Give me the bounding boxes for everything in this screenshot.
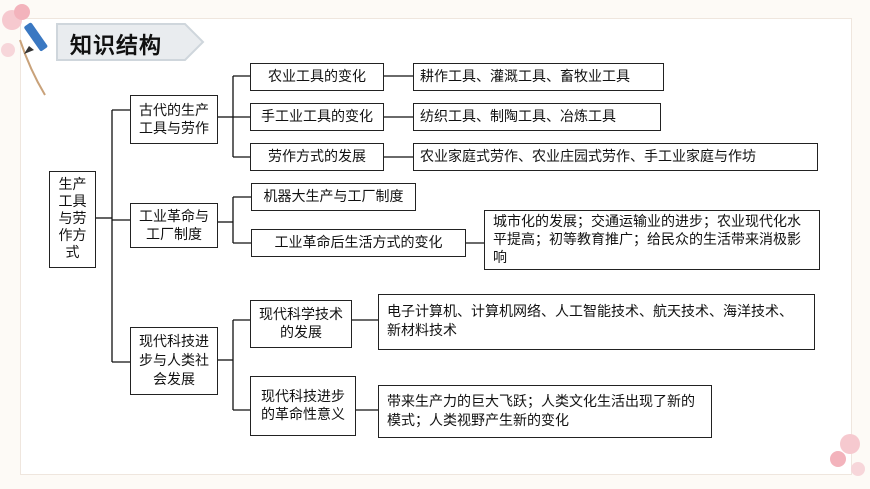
detail-text: 带来生产力的巨大飞跃；人类文化生活出现了新的模式；人类视野产生新的变化	[387, 393, 695, 429]
detail-modern-science: 电子计算机、计算机网络、人工智能技术、航天技术、海洋技术、新材料技术	[378, 294, 815, 350]
title-tab-shape	[56, 23, 205, 61]
page-title: 知识结构	[70, 34, 163, 59]
node-label: 工业革命后生活方式的变化	[274, 235, 443, 251]
node-agri-tools: 农业工具的变化	[250, 63, 384, 91]
branch-label: 工业革命与工厂制度	[139, 208, 209, 243]
flower-decoration-bottom-right	[830, 434, 865, 476]
node-modern-science: 现代科学技术的发展	[250, 300, 352, 348]
detail-text: 农业家庭式劳作、农业庄园式劳作、手工业家庭与作坊	[420, 149, 756, 165]
node-label: 劳作方式的发展	[268, 149, 366, 165]
detail-revolutionary-significance: 带来生产力的巨大飞跃；人类文化生活出现了新的模式；人类视野产生新的变化	[378, 385, 712, 438]
node-label: 手工业工具的变化	[261, 109, 373, 125]
node-handicraft-tools: 手工业工具的变化	[250, 103, 384, 131]
branch-label: 现代科技进步与人类社会发展	[139, 333, 209, 388]
node-labor-mode: 劳作方式的发展	[250, 143, 384, 171]
root-node: 生产工具与劳作方式	[49, 171, 96, 268]
node-label: 现代科技进步的革命性意义	[261, 389, 345, 423]
node-factory-system: 机器大生产与工厂制度	[251, 183, 416, 211]
branch-industrial-revolution: 工业革命与工厂制度	[130, 203, 218, 248]
branch-modern-tech: 现代科技进步与人类社会发展	[130, 327, 218, 395]
detail-labor-mode: 农业家庭式劳作、农业庄园式劳作、手工业家庭与作坊	[413, 143, 818, 171]
node-label: 机器大生产与工厂制度	[263, 189, 404, 205]
detail-text: 纺织工具、制陶工具、冶炼工具	[420, 109, 616, 125]
node-label: 现代科学技术的发展	[259, 307, 343, 341]
branch-ancient-tools: 古代的生产工具与劳作	[130, 95, 218, 144]
flower-decoration-top-left	[1, 4, 46, 96]
detail-text: 耕作工具、灌溉工具、畜牧业工具	[420, 69, 630, 85]
detail-text: 电子计算机、计算机网络、人工智能技术、航天技术、海洋技术、新材料技术	[387, 304, 793, 339]
detail-handicraft-tools: 纺织工具、制陶工具、冶炼工具	[413, 103, 661, 131]
pen-icon	[24, 22, 48, 54]
detail-lifestyle-change: 城市化的发展；交通运输业的进步；农业现代化水平提高；初等教育推广；给民众的生活带…	[484, 210, 820, 270]
node-lifestyle-change: 工业革命后生活方式的变化	[251, 229, 466, 257]
node-label: 农业工具的变化	[268, 69, 366, 85]
root-label: 生产工具与劳作方式	[58, 177, 87, 261]
detail-agri-tools: 耕作工具、灌溉工具、畜牧业工具	[413, 63, 664, 91]
branch-label: 古代的生产工具与劳作	[139, 102, 209, 137]
detail-text: 城市化的发展；交通运输业的进步；农业现代化水平提高；初等教育推广；给民众的生活带…	[493, 214, 801, 266]
node-revolutionary-significance: 现代科技进步的革命性意义	[250, 376, 356, 436]
